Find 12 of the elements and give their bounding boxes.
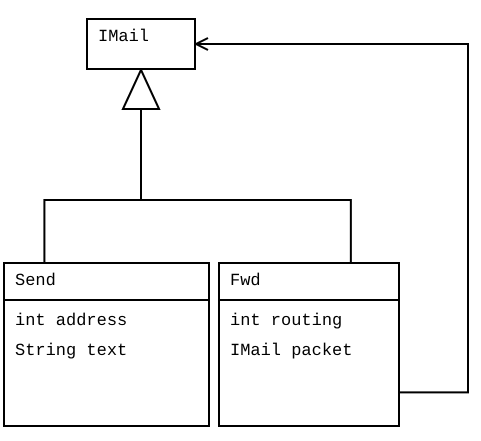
association-arrow [195,37,469,394]
attribute: int address [15,311,128,333]
attribute: int routing [230,311,342,333]
class-name: Fwd [230,272,261,291]
class-box [3,262,210,427]
attribute: String text [15,341,128,363]
interface-box [86,18,196,70]
class-name: Send [15,272,56,291]
class-box [218,262,400,427]
inheritance-arrow [122,69,352,262]
class-name: IMail [98,28,150,47]
attribute: IMail packet [230,341,352,363]
